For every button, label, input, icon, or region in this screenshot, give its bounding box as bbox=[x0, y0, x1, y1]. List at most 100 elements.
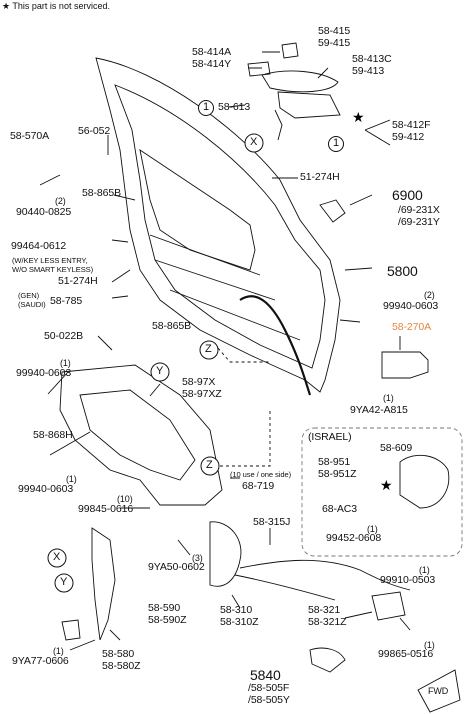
callout-circle-x bbox=[244, 133, 264, 153]
part-51-274h: 51-274H bbox=[58, 275, 98, 287]
part-69-231x: /69-231X /69-231Y bbox=[398, 204, 440, 228]
part-99940-0603: 99940-0603 bbox=[18, 483, 74, 495]
callout-circle-y bbox=[150, 362, 170, 382]
handle-bracket bbox=[277, 91, 341, 119]
part-99845-0616: 99845-0616 bbox=[78, 503, 134, 515]
door-latch bbox=[209, 521, 242, 587]
part-58-315j: 58-315J bbox=[253, 516, 291, 528]
part-58-414a: 58-414A 58-414Y bbox=[192, 46, 231, 70]
qty-1: (1) bbox=[383, 393, 394, 403]
callout-circle-z bbox=[199, 340, 219, 360]
part-9ya50-0602: 9YA50-0602 bbox=[148, 561, 205, 573]
legend-text: This part is not serviced. bbox=[12, 1, 110, 11]
qty-1: (1) bbox=[424, 640, 435, 650]
part-58-412f: 58-412F 59-412 bbox=[392, 119, 431, 143]
part-50-022b: 50-022B bbox=[44, 330, 83, 342]
part-58-415: 58-415 59-415 bbox=[318, 25, 351, 49]
part-58-609: 58-609 bbox=[380, 442, 413, 454]
star-icon: ★ bbox=[380, 477, 393, 493]
callout-z: Z bbox=[206, 459, 213, 471]
qty-1: (1) bbox=[53, 646, 64, 656]
israel-option-box bbox=[301, 427, 463, 557]
latch-cable bbox=[239, 559, 411, 591]
door-inner-rib bbox=[149, 234, 301, 341]
callout-circle-y bbox=[54, 573, 74, 593]
part-9ya77-0606: 9YA77-0606 bbox=[12, 655, 69, 667]
part-58-580: 58-580 58-580Z bbox=[102, 648, 141, 672]
part-99940-0603: 99940-0603 bbox=[16, 367, 72, 379]
callout-x: X bbox=[53, 551, 61, 563]
note-keyless: (W/KEY LESS ENTRY, W/O SMART KEYLESS) bbox=[12, 256, 94, 274]
callout-y: Y bbox=[156, 365, 164, 377]
qty-1: (1) bbox=[66, 474, 77, 484]
key-cylinder bbox=[281, 42, 299, 59]
part-68-ac3: 68-AC3 bbox=[322, 503, 358, 515]
security-cover bbox=[399, 454, 450, 509]
fwd-label: FWD bbox=[428, 686, 449, 696]
qty-1: (1) bbox=[367, 524, 378, 534]
part-90440-0825: 90440-0825 bbox=[16, 206, 72, 218]
part-99940-0603: 99940-0603 bbox=[383, 300, 439, 312]
part-5840: 5840 bbox=[250, 667, 281, 683]
regulator-motor bbox=[61, 619, 81, 641]
part-9ya42-a815: 9YA42-A815 bbox=[350, 404, 408, 416]
door-panel-outline bbox=[95, 57, 341, 393]
callout-z: Z bbox=[205, 343, 212, 355]
qty-1: (1) bbox=[419, 565, 430, 575]
handle-rod bbox=[274, 109, 283, 141]
part-99464-0612: 99464-0612 bbox=[11, 240, 67, 252]
israel-note: (ISRAEL) bbox=[308, 431, 352, 443]
part-51-274h: 51-274H bbox=[300, 171, 340, 183]
inner-handle-trim bbox=[309, 647, 346, 673]
callout-dashed-z bbox=[217, 347, 271, 467]
latch-cable-2 bbox=[234, 574, 336, 601]
part-5800: 5800 bbox=[387, 263, 418, 279]
window-regulator bbox=[91, 527, 116, 641]
door-window-frame bbox=[139, 149, 256, 271]
part-99910-0503: 99910-0503 bbox=[380, 574, 436, 586]
note-gen-saudi: (GEN) (SAUDI) bbox=[18, 291, 46, 309]
qty-1: (1) bbox=[60, 358, 71, 368]
part-58-613: 58-613 bbox=[218, 101, 251, 113]
part-56-052: 56-052 bbox=[78, 125, 111, 137]
legend-note: ★ This part is not serviced. bbox=[2, 1, 110, 12]
mirror-trim bbox=[319, 199, 346, 223]
door-check bbox=[381, 351, 429, 379]
part-58-785: 58-785 bbox=[50, 295, 83, 307]
qty-3: (3) bbox=[192, 553, 203, 563]
callout-1: 1 bbox=[333, 137, 340, 149]
star-icon: ★ bbox=[2, 1, 11, 11]
part-58-951: 58-951 58-951Z bbox=[318, 456, 357, 480]
handle-cap bbox=[247, 61, 271, 77]
part-58-505f: /58-505F /58-505Y bbox=[248, 682, 290, 706]
callout-y: Y bbox=[60, 576, 68, 588]
door-module-panel bbox=[59, 364, 223, 506]
part-58-865b: 58-865B bbox=[152, 320, 191, 332]
part-6900: 6900 bbox=[392, 187, 423, 203]
qty-10: (10) bbox=[117, 494, 133, 504]
note-10-use: (10 use / one side) bbox=[230, 470, 291, 479]
door-lock-actuator bbox=[371, 591, 406, 621]
callout-circle-x bbox=[47, 548, 67, 568]
part-58-310: 58-310 58-310Z bbox=[220, 604, 259, 628]
part-58-97x: 58-97X 58-97XZ bbox=[182, 376, 222, 400]
callout-circle-1 bbox=[198, 100, 214, 116]
fwd-arrow-icon bbox=[417, 669, 461, 713]
part-58-865b: 58-865B bbox=[82, 187, 121, 199]
star-icon: ★ bbox=[352, 109, 365, 125]
part-58-570a: 58-570A bbox=[10, 130, 49, 142]
callout-x: X bbox=[250, 136, 258, 148]
callout-circle-z bbox=[200, 456, 220, 476]
part-68-719: 68-719 bbox=[242, 480, 275, 492]
qty-2: (2) bbox=[424, 290, 435, 300]
outer-handle bbox=[261, 70, 339, 93]
callout-1: 1 bbox=[203, 101, 210, 113]
part-58-868h: 58-868H bbox=[33, 429, 73, 441]
part-99452-0608: 99452-0608 bbox=[326, 532, 382, 544]
part-58-413c: 58-413C 59-413 bbox=[352, 53, 392, 77]
qty-2: (2) bbox=[55, 196, 66, 206]
callout-circle-1 bbox=[328, 136, 344, 152]
part-99865-0516: 99865-0516 bbox=[378, 648, 434, 660]
